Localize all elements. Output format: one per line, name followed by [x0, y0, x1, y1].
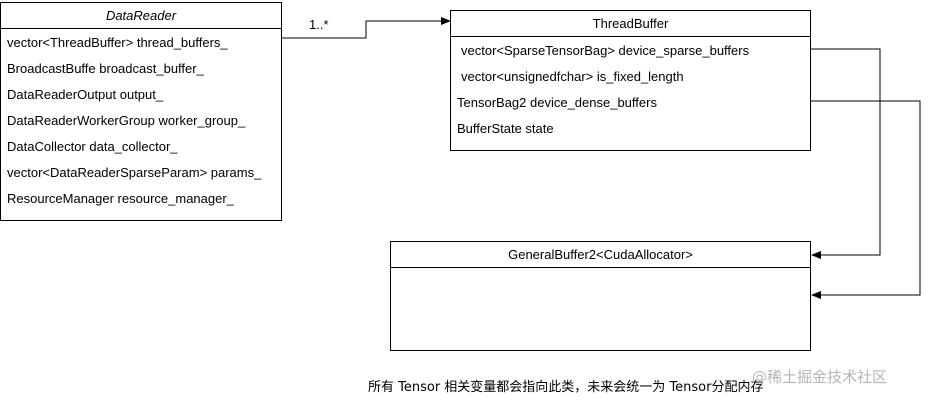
- thread-buffer-attr-sparse-buffers: vector<SparseTensorBag> device_sparse_bu…: [461, 43, 750, 58]
- watermark-text: @稀土掘金技术社区: [752, 368, 888, 386]
- data-reader-attr-thread-buffers: vector<ThreadBuffer> thread_buffers_: [7, 35, 228, 50]
- data-reader-attr-worker-group: DataReaderWorkerGroup worker_group_: [7, 113, 246, 128]
- data-reader-attr-params: vector<DataReaderSparseParam> params_: [7, 165, 262, 180]
- data-reader-attr-data-collector: DataCollector data_collector_: [7, 139, 178, 154]
- association-arrow: [281, 17, 451, 39]
- thread-buffer-attr-dense-buffers: TensorBag2 device_dense_buffers: [457, 95, 657, 110]
- general-buffer-title: GeneralBuffer2<CudaAllocator>: [391, 242, 810, 268]
- thread-buffer-attr-fixed-length: vector<unsignedfchar> is_fixed_length: [461, 69, 684, 84]
- data-reader-class: DataReader vector<ThreadBuffer> thread_b…: [0, 2, 282, 221]
- data-reader-attr-broadcast-buffer: BroadcastBuffe broadcast_buffer_: [7, 61, 204, 76]
- data-reader-attr-output: DataReaderOutput output_: [7, 87, 164, 102]
- dense-buffers-arrow: [811, 100, 921, 299]
- data-reader-attr-resource-manager: ResourceManager resource_manager_: [7, 191, 234, 206]
- data-reader-title: DataReader: [1, 3, 281, 29]
- general-buffer-class: GeneralBuffer2<CudaAllocator>: [390, 241, 811, 351]
- sparse-buffers-arrow: [811, 48, 881, 259]
- thread-buffer-title: ThreadBuffer: [451, 11, 810, 37]
- thread-buffer-attr-state: BufferState state: [457, 121, 554, 136]
- thread-buffer-class: ThreadBuffer vector<SparseTensorBag> dev…: [450, 10, 811, 151]
- diagram-caption: 所有 Tensor 相关变量都会指向此类，未来会统一为 Tensor分配内存: [368, 380, 764, 395]
- association-multiplicity: 1..*: [309, 17, 329, 32]
